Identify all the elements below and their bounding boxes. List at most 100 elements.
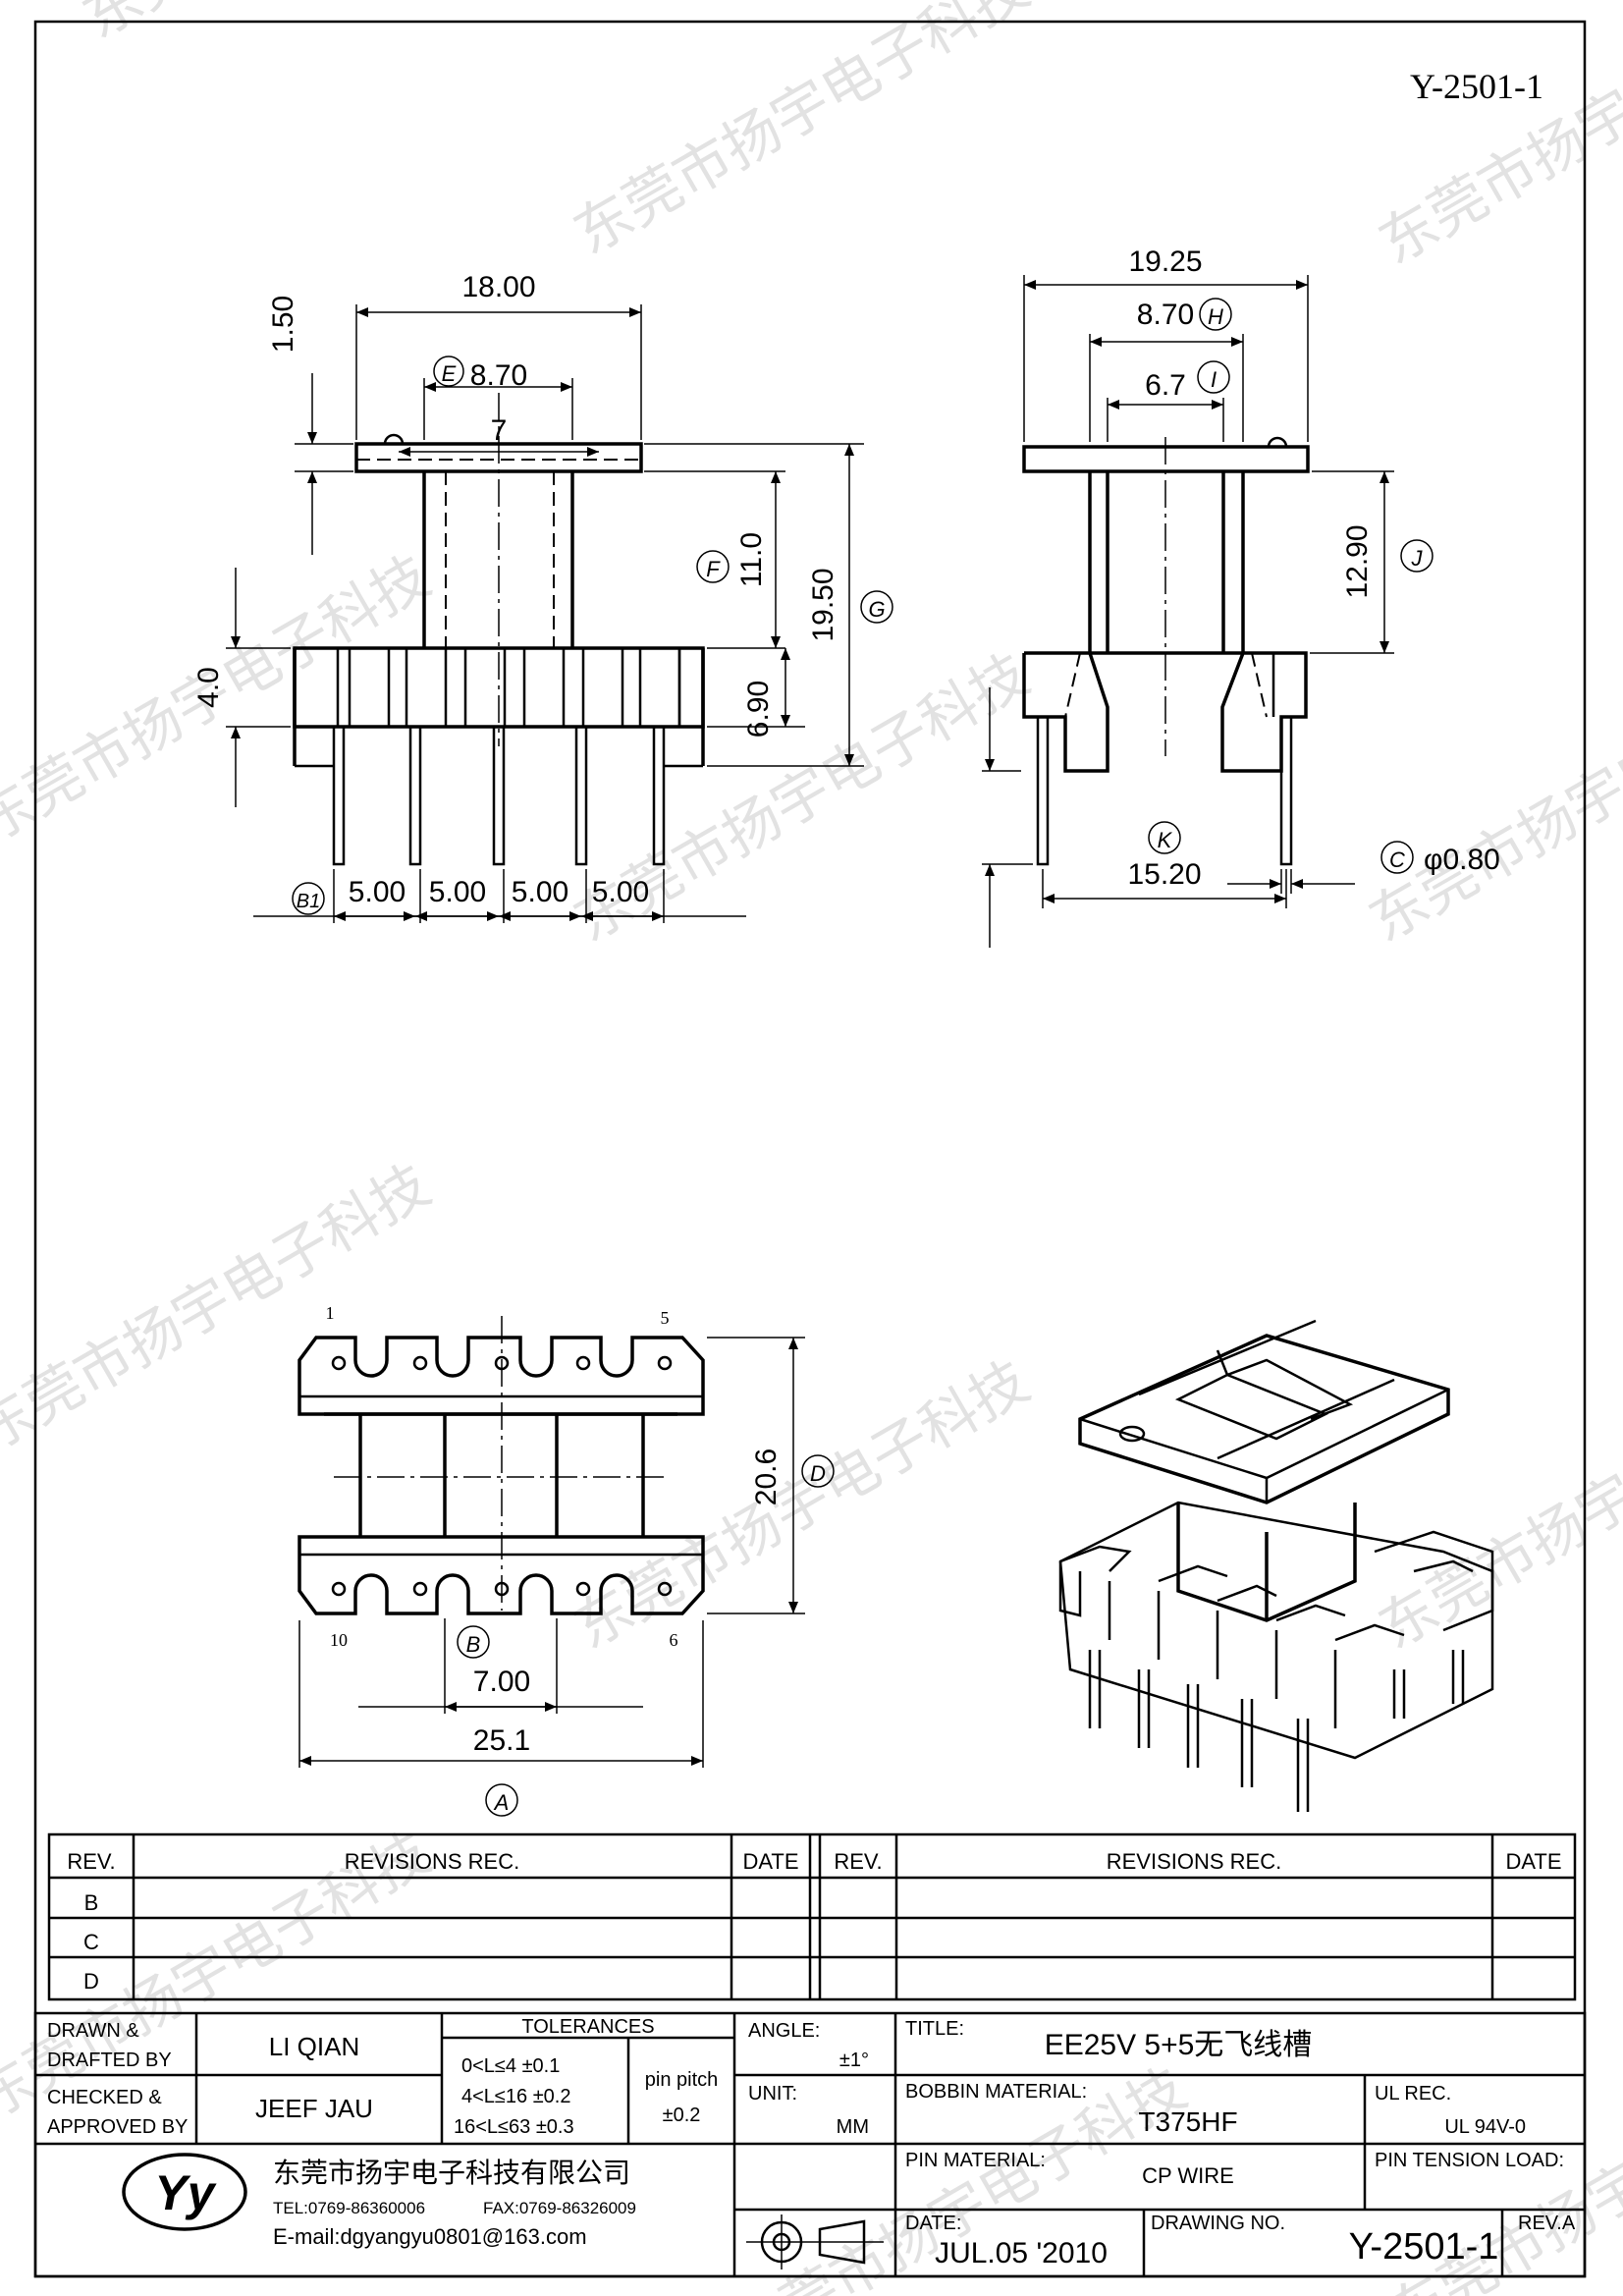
- rev-row-b: B: [84, 1890, 99, 1915]
- tolerances-title: TOLERANCES: [521, 2016, 654, 2038]
- balloon-h: [1199, 298, 1232, 331]
- pin-material-label: PIN MATERIAL:: [905, 2150, 1046, 2171]
- iso-top-flange: [1078, 1334, 1450, 1504]
- side-dim-k: 15.20: [1127, 858, 1201, 891]
- dim-pin-h: 6.90: [742, 681, 775, 738]
- pin-pitch-label: pin pitch: [645, 2069, 719, 2091]
- watermark-text: 东莞市扬宇电子科技: [0, 1151, 441, 1465]
- drawn-label-2: DRAFTED BY: [47, 2050, 172, 2071]
- drawing-code: Y-2501-1: [1410, 67, 1543, 106]
- checked-value: JEEF JAU: [255, 2094, 373, 2123]
- company-fax: FAX:0769-86326009: [483, 2199, 636, 2217]
- side-pin-left: [1036, 715, 1050, 866]
- checked-label-2: APPROVED BY: [47, 2116, 188, 2138]
- front-view: 18.00 E 8.70 7 1.50 4.0 11.0 F 6.90: [192, 271, 893, 923]
- bobbin-material-value: T375HF: [1138, 2106, 1237, 2137]
- pin-tension-label: PIN TENSION LOAD:: [1375, 2150, 1564, 2171]
- tolerance-1: 0<L≤4 ±0.1: [461, 2055, 560, 2077]
- dim-base-h: 4.0: [192, 667, 225, 708]
- date-header-left: DATE: [742, 1849, 798, 1874]
- pin-number-5: 5: [661, 1308, 670, 1328]
- balloon-d: [801, 1454, 835, 1488]
- flange-notch: [383, 433, 405, 445]
- iso-pins: [1088, 1650, 1465, 1812]
- side-pin-right: [1279, 715, 1293, 866]
- revisions-table: REV. REVISIONS REC. DATE REV. REVISIONS …: [47, 1832, 1577, 2001]
- date-header-right: DATE: [1505, 1849, 1561, 1874]
- pin-number-10: 10: [330, 1630, 348, 1650]
- title-block: DRAWN & DRAFTED BY LI QIAN CHECKED & APP…: [33, 2011, 1587, 2278]
- rev-row-c: C: [83, 1930, 99, 1954]
- balloon-g: [860, 590, 893, 624]
- comb-bottom: [298, 1535, 705, 1615]
- tolerance-3: 16<L≤63 ±0.3: [454, 2116, 574, 2138]
- company-email: E-mail:dgyangyu0801@163.com: [273, 2224, 587, 2249]
- pin-material-value: CP WIRE: [1142, 2163, 1234, 2188]
- balloon-g-label: G: [868, 597, 885, 622]
- bottom-dim-d: 20.6: [750, 1449, 783, 1505]
- ul-label: UL REC.: [1375, 2083, 1451, 2105]
- comb-top: [298, 1336, 705, 1416]
- drawing-no-value: Y-2501-1: [1349, 2226, 1499, 2268]
- side-dim-width: 19.25: [1128, 246, 1202, 278]
- balloon-a-label: A: [493, 1790, 510, 1815]
- pitch-1: 5.00: [349, 876, 406, 908]
- balloon-h-label: H: [1208, 304, 1223, 329]
- balloon-k-label: K: [1158, 828, 1173, 852]
- bottom-view: 1 5 10 6 20.6 D 7.00 B 25.1 A: [298, 1303, 835, 1817]
- side-dim-pin-dia: φ0.80: [1424, 844, 1500, 876]
- balloon-j: [1400, 539, 1434, 573]
- date-value: JUL.05 '2010: [935, 2237, 1108, 2269]
- balloon-f: [696, 550, 730, 583]
- side-dim-j: 12.90: [1341, 524, 1374, 598]
- watermark-text: 东莞市扬宇电子科技: [1358, 640, 1623, 955]
- pin-holes-bottom: [331, 1581, 673, 1597]
- side-top-flange: [1022, 445, 1310, 473]
- balloon-e-label: E: [442, 361, 457, 386]
- pin-number-1: 1: [326, 1303, 335, 1323]
- pitch-dims: 5.00 5.00 5.00 5.00 B1: [253, 869, 746, 923]
- rec-header-right: REVISIONS REC.: [1107, 1849, 1281, 1874]
- unit-value: MM: [837, 2116, 869, 2138]
- rev-header-right: REV.: [834, 1849, 882, 1874]
- company-tel: TEL:0769-86360006: [273, 2199, 425, 2217]
- dim-core-e: 8.70: [470, 359, 527, 392]
- logo-letters: Yy: [154, 2165, 216, 2220]
- pin-pitch-value: ±0.2: [663, 2105, 701, 2126]
- title-label: TITLE:: [905, 2018, 964, 2040]
- front-pins: [332, 725, 666, 866]
- balloon-c-label: C: [1389, 847, 1405, 872]
- side-dim-i: 6.7: [1145, 369, 1186, 402]
- pitch-3: 5.00: [512, 876, 568, 908]
- rec-header-left: REVISIONS REC.: [345, 1849, 519, 1874]
- angle-label: ANGLE:: [748, 2020, 820, 2042]
- balloon-a: [485, 1783, 518, 1817]
- balloon-b1: [292, 882, 325, 915]
- bottom-dim-b: 7.00: [473, 1666, 530, 1698]
- watermark-text: 东莞市扬宇电子科技: [563, 0, 1040, 267]
- pitch-4: 5.00: [592, 876, 649, 908]
- dim-flange-thk: 1.50: [267, 296, 299, 353]
- balloon-e: [433, 355, 464, 387]
- pitch-2: 5.00: [429, 876, 486, 908]
- rev-label: REV.A: [1518, 2213, 1576, 2234]
- drawn-label-1: DRAWN &: [47, 2020, 139, 2042]
- balloon-b-label: B: [466, 1632, 481, 1657]
- balloon-b1-label: B1: [297, 891, 320, 912]
- balloon-k: [1148, 821, 1181, 854]
- rev-header-left: REV.: [67, 1849, 115, 1874]
- projection-symbol: [746, 2214, 884, 2269]
- company-logo: Yy: [122, 2153, 247, 2231]
- balloon-i-label: I: [1211, 367, 1217, 392]
- balloon-f-label: F: [706, 557, 721, 581]
- balloon-c: [1380, 841, 1414, 874]
- side-view: 19.25 8.70 H 6.7 I 12.90 J 15.20 K: [982, 246, 1500, 948]
- angle-value: ±1°: [839, 2050, 869, 2071]
- balloon-d-label: D: [810, 1461, 826, 1486]
- balloon-i: [1197, 360, 1230, 394]
- balloon-b: [457, 1625, 490, 1659]
- ul-value: UL 94V-0: [1444, 2116, 1526, 2138]
- dim-f: 11.0: [735, 532, 768, 587]
